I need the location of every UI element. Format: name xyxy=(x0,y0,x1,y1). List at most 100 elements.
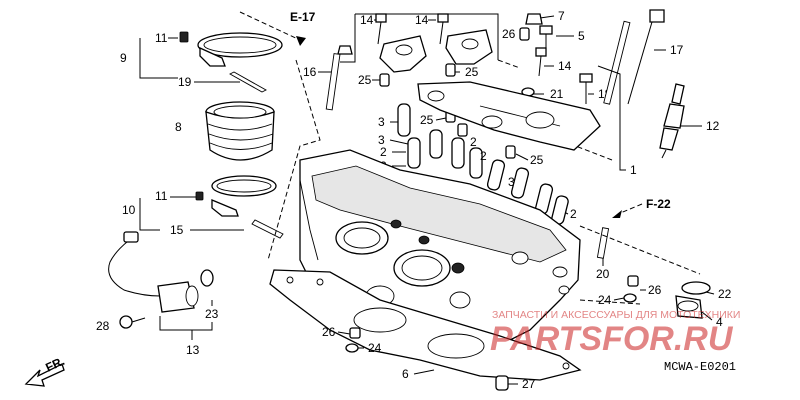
callout-16: 16 xyxy=(303,65,317,79)
diagram-code: MCWA-E0201 xyxy=(664,360,736,374)
stud-bolt-20: 20 xyxy=(596,227,610,281)
svg-text:2: 2 xyxy=(480,149,487,163)
long-bolt-16: 16 xyxy=(303,45,353,111)
svg-text:25: 25 xyxy=(420,113,434,127)
sensor-assembly xyxy=(108,231,214,329)
ref-e17-label: E-17 xyxy=(290,10,316,24)
callout-3-a: 3 xyxy=(378,103,411,137)
callout-24-right: 24 xyxy=(598,293,637,307)
svg-text:25: 25 xyxy=(530,153,544,167)
svg-text:13: 13 xyxy=(186,343,200,357)
callout-2-c: 2 xyxy=(451,135,483,179)
intake-boot: 8 xyxy=(175,101,275,161)
callout-23: 23 xyxy=(205,300,219,321)
cylinder-head-gasket xyxy=(269,269,582,381)
svg-text:7: 7 xyxy=(558,9,565,23)
camshaft-holder-left xyxy=(379,35,427,73)
callout-10: 10 xyxy=(122,198,160,231)
spark-plug: 12 xyxy=(659,83,720,159)
svg-text:1: 1 xyxy=(630,163,637,177)
callout-2-a: 2 xyxy=(380,145,406,159)
long-bolt-17: 17 xyxy=(603,9,684,105)
svg-text:3: 3 xyxy=(508,175,515,189)
callout-25-a: 25 xyxy=(358,73,390,87)
callout-21: 21 xyxy=(521,87,564,101)
callout-22: 22 xyxy=(681,281,732,301)
callout-5: 5 xyxy=(539,25,585,50)
svg-text:3: 3 xyxy=(378,133,385,147)
svg-text:11: 11 xyxy=(155,189,168,203)
svg-text:26: 26 xyxy=(502,27,516,41)
front-direction-arrow: FR. xyxy=(24,354,67,387)
callout-14b: 14 xyxy=(415,13,429,27)
camshaft-holder-right xyxy=(445,29,493,65)
callout-1: 1 xyxy=(597,65,637,177)
callout-13: 13 xyxy=(159,316,213,357)
svg-text:24: 24 xyxy=(598,293,612,307)
callout-26-top: 26 xyxy=(502,27,530,41)
svg-text:2: 2 xyxy=(470,135,477,149)
callout-26-right: 26 xyxy=(627,275,662,297)
ref-e17[interactable]: E-17 xyxy=(239,10,316,46)
svg-text:5: 5 xyxy=(578,29,585,43)
svg-text:14: 14 xyxy=(558,59,572,73)
callout-14a: 14 xyxy=(360,13,374,27)
svg-text:6: 6 xyxy=(402,367,409,381)
svg-text:4: 4 xyxy=(716,315,723,329)
svg-text:9: 9 xyxy=(120,51,127,65)
svg-text:25: 25 xyxy=(358,73,372,87)
svg-text:2: 2 xyxy=(570,207,577,221)
callout-11-top: 11 xyxy=(155,31,178,45)
watermark: ЗАПЧАСТИ И АКСЕССУАРЫ ДЛЯ МОТОТЕХНИКИ PA… xyxy=(490,309,740,358)
callout-24-lower-left: 24 xyxy=(345,341,382,355)
callout-6: 6 xyxy=(402,367,435,381)
cylinder-head-cover-plate xyxy=(417,81,601,151)
svg-text:23: 23 xyxy=(205,307,219,321)
hose-clamp-upper xyxy=(179,31,283,93)
svg-text:27: 27 xyxy=(522,377,536,391)
svg-text:26: 26 xyxy=(322,325,336,339)
svg-text:3: 3 xyxy=(378,115,385,129)
callout-20: 20 xyxy=(596,267,610,281)
callout-14-right: 14 xyxy=(535,47,572,77)
callout-8: 8 xyxy=(175,120,182,134)
svg-text:25: 25 xyxy=(465,65,479,79)
svg-text:10: 10 xyxy=(122,203,136,217)
callout-11-lower: 11 xyxy=(155,189,196,203)
svg-text:28: 28 xyxy=(96,319,110,333)
hose-clamp-lower xyxy=(195,175,284,239)
callout-3-c: 3 xyxy=(486,159,530,199)
callout-19: 19 xyxy=(178,75,240,89)
callout-25-d: 25 xyxy=(505,145,544,167)
watermark-top-line: ЗАПЧАСТИ И АКСЕССУАРЫ ДЛЯ МОТОТЕХНИКИ xyxy=(492,309,740,321)
fr-label: FR. xyxy=(43,354,66,375)
svg-text:11: 11 xyxy=(155,31,168,45)
callout-25-b: 25 xyxy=(445,63,479,79)
callout-9: 9 xyxy=(120,38,178,79)
callout-3-b: 3 xyxy=(378,129,443,169)
ref-f22[interactable]: F-22 xyxy=(612,197,671,218)
svg-text:22: 22 xyxy=(718,287,732,301)
bolt-14-right: 14 xyxy=(415,13,449,45)
svg-text:24: 24 xyxy=(368,341,382,355)
watermark-main: PARTSFOR.RU xyxy=(490,320,734,358)
callout-17: 17 xyxy=(670,43,684,57)
callout-26-lower-left: 26 xyxy=(322,325,361,339)
callout-2-d: 2 xyxy=(480,149,487,163)
callout-12: 12 xyxy=(706,119,720,133)
svg-text:15: 15 xyxy=(170,223,184,237)
callout-27: 27 xyxy=(495,375,536,391)
callout-28: 28 xyxy=(96,319,110,333)
svg-text:19: 19 xyxy=(178,75,192,89)
ref-f22-label: F-22 xyxy=(646,197,671,211)
svg-text:21: 21 xyxy=(550,87,564,101)
right-dashed-lines xyxy=(579,225,701,305)
svg-text:26: 26 xyxy=(648,283,662,297)
callout-7: 7 xyxy=(525,9,565,25)
bolt-14-left: 14 xyxy=(360,13,387,45)
svg-text:2: 2 xyxy=(380,145,387,159)
group-bracket xyxy=(267,13,613,261)
callout-15: 15 xyxy=(170,223,244,237)
callout-4: 4 xyxy=(675,295,723,329)
